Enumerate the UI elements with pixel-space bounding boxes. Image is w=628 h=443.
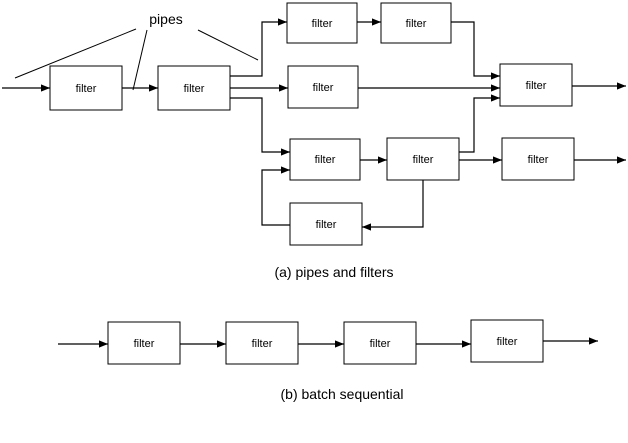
pipe-arrow: [451, 21, 500, 80]
filter-a5-label: filter: [313, 82, 334, 94]
filter-a7: filter: [289, 138, 361, 181]
filter-a4-label: filter: [406, 18, 427, 30]
pipe-arrow: [459, 94, 500, 153]
caption-batch-sequential: (b) batch sequential: [281, 386, 404, 402]
filter-b4: filter: [470, 319, 544, 363]
pipe-arrow: [362, 180, 424, 231]
caption-pipes-and-filters: (a) pipes and filters: [274, 264, 393, 280]
filter-a3-label: filter: [312, 18, 333, 30]
filter-a3: filter: [286, 2, 358, 44]
pipes-pointer-line: [132, 29, 148, 91]
pipe-arrow: [261, 166, 290, 226]
filter-b3: filter: [343, 321, 417, 365]
pipes-pointer-line: [14, 28, 137, 79]
filter-a2-label: filter: [184, 83, 205, 95]
pipe-arrows: [2, 18, 626, 231]
filter-a9-label: filter: [528, 154, 549, 166]
pipes-and-filters-diagram: pipes filter filter filter filter filter…: [2, 2, 626, 280]
filter-a2: filter: [157, 65, 231, 111]
pipes-label: pipes: [149, 11, 182, 27]
filter-a4: filter: [380, 2, 452, 44]
filter-b2: filter: [225, 321, 299, 365]
filter-a5: filter: [287, 65, 359, 109]
pipe-arrow: [230, 97, 290, 156]
filter-a7-label: filter: [315, 154, 336, 166]
filter-a6: filter: [499, 63, 573, 107]
filter-a1-label: filter: [76, 83, 97, 95]
filter-a9: filter: [501, 137, 575, 181]
filter-b1-label: filter: [134, 338, 155, 350]
filter-b2-label: filter: [252, 338, 273, 350]
filter-a8-label: filter: [413, 154, 434, 166]
filter-b4-label: filter: [497, 336, 518, 348]
batch-arrows: [58, 337, 598, 348]
filter-b1: filter: [107, 321, 181, 365]
batch-sequential-diagram: filter filter filter filter (b) batch se…: [58, 319, 598, 402]
filter-a6-label: filter: [526, 80, 547, 92]
filter-a10-label: filter: [316, 219, 337, 231]
pipes-pointer-line: [197, 29, 259, 61]
filter-a8: filter: [386, 137, 460, 181]
filter-a10: filter: [289, 202, 363, 246]
pipe-arrow: [230, 18, 287, 77]
filter-b3-label: filter: [370, 338, 391, 350]
filter-a1: filter: [49, 65, 123, 111]
